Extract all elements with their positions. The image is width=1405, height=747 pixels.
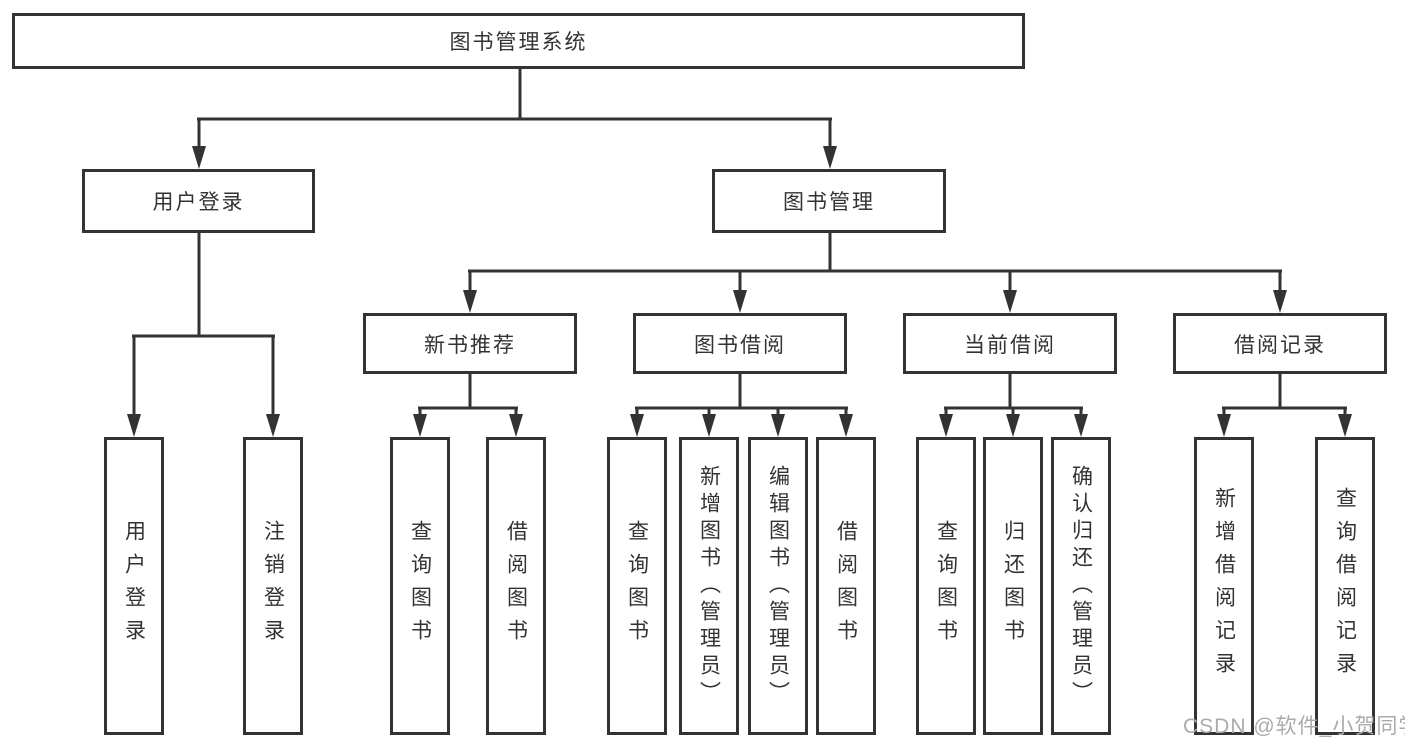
node-current-borrowing: 当前借阅 [903, 313, 1117, 374]
leaf-query-books-current: 查询图书 [916, 437, 976, 735]
leaf-user-login: 用户登录 [104, 437, 164, 735]
leaf-logout: 注销登录 [243, 437, 303, 735]
leaf-edit-book-admin: 编辑图书（管理员） [748, 437, 808, 735]
leaf-return-book: 归还图书 [983, 437, 1043, 735]
leaf-borrow-books: 借阅图书 [816, 437, 876, 735]
leaf-add-borrow-record: 新增借阅记录 [1194, 437, 1254, 735]
node-book-borrowing: 图书借阅 [633, 313, 847, 374]
node-library-management-system: 图书管理系统 [12, 13, 1025, 69]
node-new-book-recommendation: 新书推荐 [363, 313, 577, 374]
leaf-borrow-books-recommend: 借阅图书 [486, 437, 546, 735]
leaf-query-borrow-record: 查询借阅记录 [1315, 437, 1375, 735]
leaf-confirm-return-admin: 确认归还（管理员） [1051, 437, 1111, 735]
node-borrowing-records: 借阅记录 [1173, 313, 1387, 374]
csdn-watermark: CSDN @软件_小贺同学 [1183, 715, 1405, 738]
leaf-add-book-admin: 新增图书（管理员） [679, 437, 739, 735]
node-book-management: 图书管理 [712, 169, 946, 233]
leaf-query-books-recommend: 查询图书 [390, 437, 450, 735]
arrowheads [127, 146, 1352, 437]
leaf-query-books-borrow: 查询图书 [607, 437, 667, 735]
node-user-login: 用户登录 [82, 169, 315, 233]
